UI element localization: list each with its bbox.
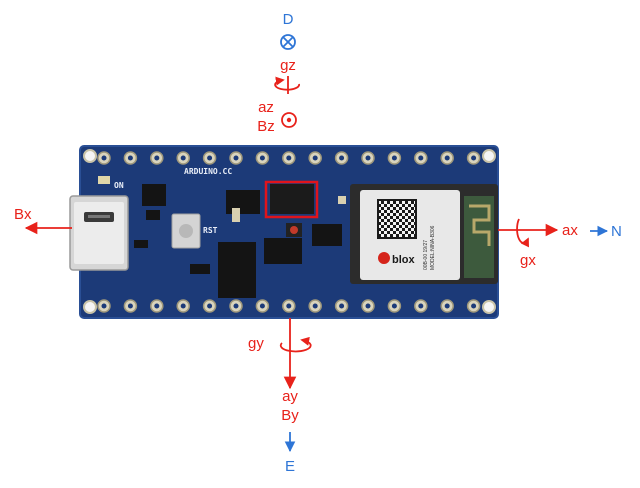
header-pin-hole: [339, 155, 345, 161]
header-pin-hole: [391, 155, 397, 161]
header-pin-hole: [391, 303, 397, 309]
label-gx: gx: [520, 252, 536, 269]
silkscreen-on: ON: [114, 181, 124, 190]
header-pin-hole: [154, 155, 160, 161]
label-d: D: [283, 11, 294, 28]
bottom-header-pins: [97, 299, 481, 313]
header-pin-hole: [154, 303, 160, 309]
reset-button: [171, 213, 201, 249]
header-pin-hole: [365, 155, 371, 161]
module-model: MODEL:NINA-B306: [430, 225, 436, 270]
top-header-pins: [97, 151, 481, 165]
gx-rotation-icon: [516, 218, 529, 248]
module-brand: blox: [392, 254, 415, 266]
module-serial: 00B-00 19/27: [423, 240, 429, 270]
header-pin-hole: [365, 303, 371, 309]
label-az: az: [258, 99, 274, 116]
header-pin-hole: [418, 155, 424, 161]
gz-rotation-icon: [274, 76, 300, 94]
header-pin-hole: [471, 303, 477, 309]
header-pin-hole: [286, 303, 292, 309]
header-pin-hole: [444, 155, 450, 161]
header-pin-hole: [418, 303, 424, 309]
header-pin-hole: [127, 303, 133, 309]
header-pin-hole: [233, 155, 239, 161]
header-pin-hole: [180, 155, 186, 161]
header-pin-hole: [286, 155, 292, 161]
header-pin-hole: [444, 303, 450, 309]
silkscreen-rst: RST: [203, 226, 218, 235]
header-pin-hole: [127, 155, 133, 161]
imu-highlight-box: [264, 180, 319, 219]
header-pin-hole: [101, 155, 107, 161]
label-gz: gz: [280, 57, 296, 74]
header-pin-hole: [207, 303, 213, 309]
header-pin-hole: [339, 303, 345, 309]
label-bx: Bx: [14, 206, 32, 223]
arduino-board: ON ARDUINO.CC RST blox: [69, 145, 499, 319]
header-pin-hole: [471, 155, 477, 161]
header-pin-hole: [180, 303, 186, 309]
header-pin-hole: [312, 155, 318, 161]
label-e: E: [285, 458, 295, 475]
label-ay: ay: [282, 388, 298, 405]
circled-x-icon: [280, 34, 296, 50]
gy-rotation-icon: [279, 336, 312, 353]
header-pin-hole: [233, 303, 239, 309]
label-ax: ax: [562, 222, 578, 239]
label-by: By: [281, 407, 299, 424]
nina-module: blox 00B-00 19/27 MODEL:NINA-B306: [350, 184, 498, 284]
usb-connector: [69, 195, 129, 271]
label-gy: gy: [248, 335, 264, 352]
header-pin-hole: [259, 155, 265, 161]
label-bz: Bz: [257, 118, 275, 135]
silkscreen-brand: ARDUINO.CC: [184, 167, 232, 176]
header-pin-hole: [312, 303, 318, 309]
header-pin-hole: [101, 303, 107, 309]
header-pin-hole: [259, 303, 265, 309]
circled-dot-icon: [281, 112, 297, 128]
header-pin-hole: [207, 155, 213, 161]
label-n: N: [611, 223, 622, 240]
